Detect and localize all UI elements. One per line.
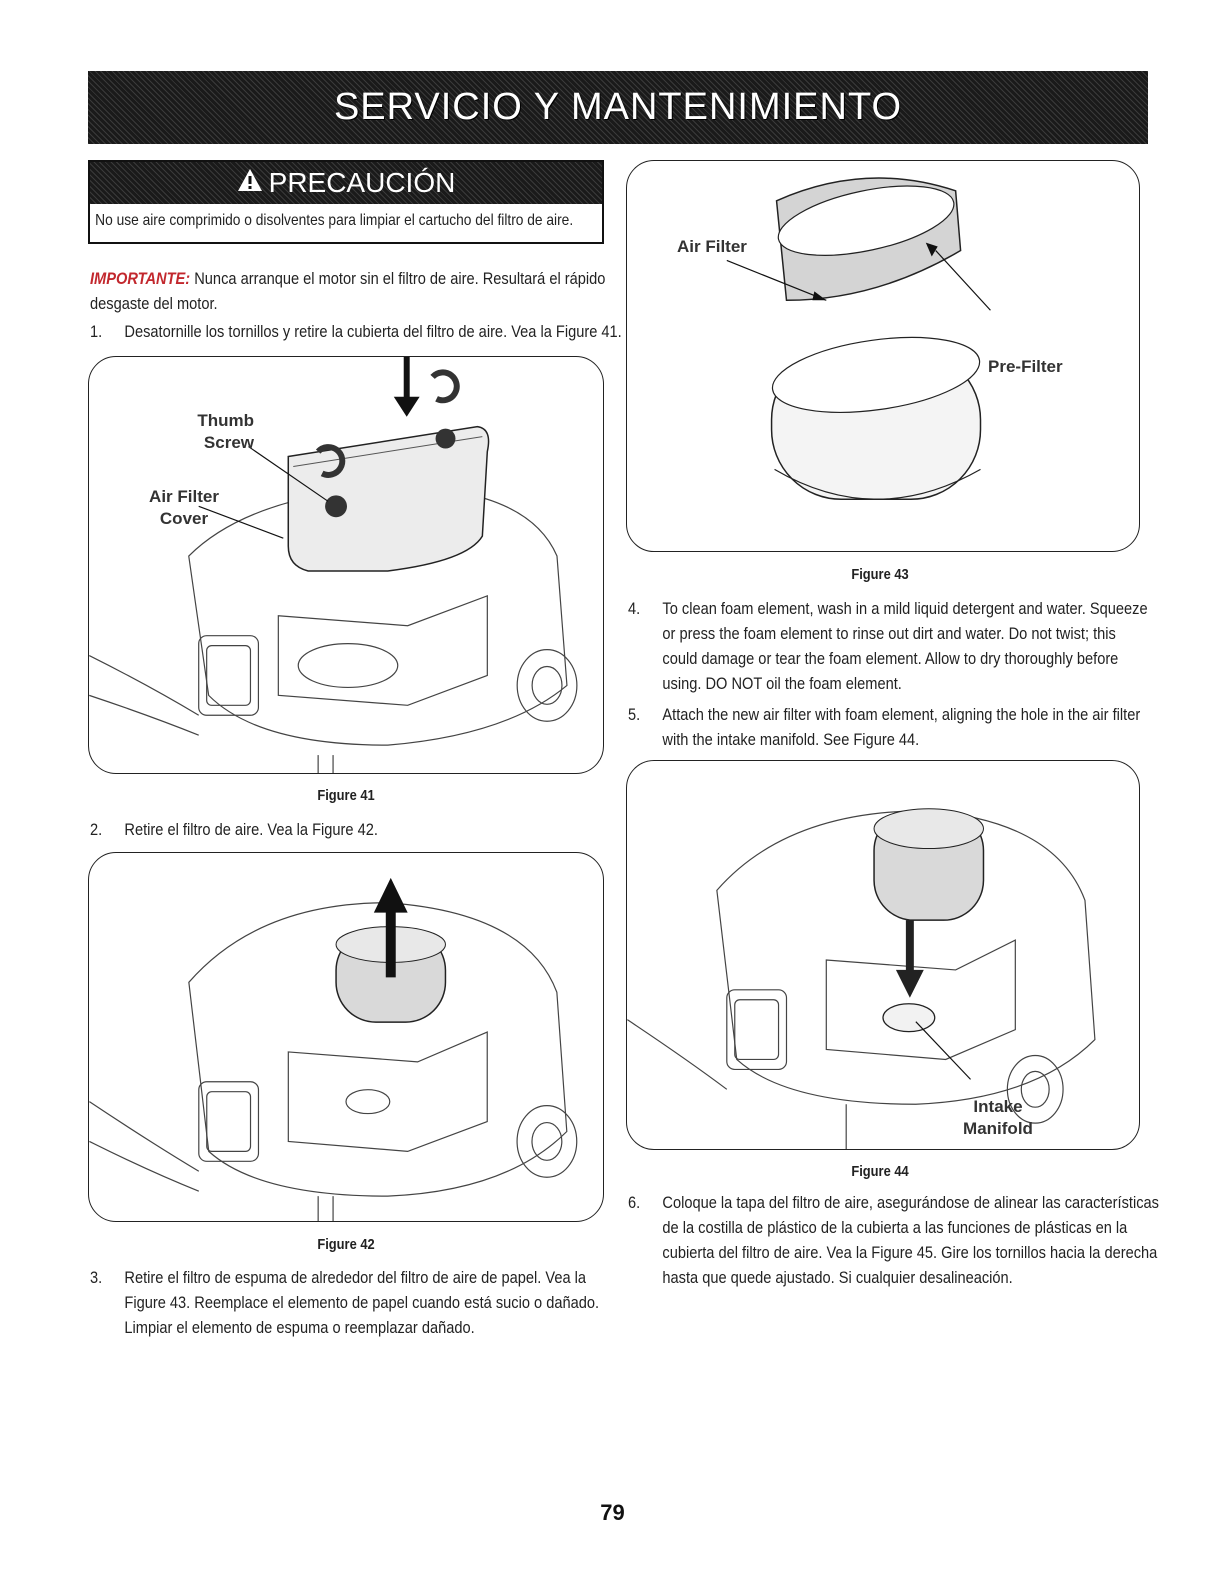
step-number: 6. <box>628 1193 641 1212</box>
step-text: Attach the new air filter with foam elem… <box>662 705 1141 724</box>
callout-line: Screw <box>203 433 254 452</box>
step-text: Retire el filtro de espuma de alrededor … <box>124 1268 587 1287</box>
step-text: Figure 43. Reemplace el elemento de pape… <box>124 1293 600 1312</box>
callout-pre-filter: Pre-Filter <box>988 357 1063 376</box>
step-4: 4. To clean foam element, wash in a mild … <box>628 596 1170 696</box>
figure-42 <box>88 852 604 1222</box>
figure-44 <box>626 760 1140 1150</box>
callout-intake-manifold: Intake Manifold <box>958 1096 1038 1140</box>
step-text: with the intake manifold. See Figure 44. <box>662 730 920 749</box>
callout-air-filter: Air Filter <box>677 237 747 256</box>
step-text: Limpiar el elemento de espuma o reemplaz… <box>124 1318 475 1337</box>
caution-header: PRECAUCIÓN <box>90 162 602 204</box>
step-number: 2. <box>90 820 103 839</box>
filter-install-illustration <box>627 808 1096 1149</box>
figure-41-caption: Figure 41 <box>317 787 375 804</box>
page-number: 79 <box>600 1500 625 1525</box>
important-line-1: Nunca arranque el motor sin el filtro de… <box>194 269 606 288</box>
step-text: cubierta del filtro de aire. Vea la Figu… <box>662 1243 1158 1262</box>
step-text: using. DO NOT oil the foam element. <box>662 674 902 693</box>
step-text: Retire el filtro de aire. Vea la Figure … <box>124 820 378 839</box>
step-text: de la costilla de plástico de la cubiert… <box>662 1218 1128 1237</box>
callout-line: Manifold <box>963 1119 1033 1138</box>
callout-line: Thumb <box>197 411 254 430</box>
step-3: 3. Retire el filtro de espuma de alrededo… <box>90 1265 640 1340</box>
warning-triangle-icon <box>237 167 263 199</box>
figure-43 <box>626 160 1140 552</box>
section-title: SERVICIO Y MANTENIMIENTO <box>333 86 903 128</box>
figure-44-caption: Figure 44 <box>851 1163 909 1180</box>
figure-41 <box>88 356 604 774</box>
step-text: or press the foam element to rinse out d… <box>662 624 1116 643</box>
callout-thumb-screw: Thumb Screw <box>194 410 254 454</box>
step-text: Coloque la tapa del filtro de aire, aseg… <box>662 1193 1159 1212</box>
important-label: IMPORTANTE: <box>90 269 191 288</box>
caution-title: PRECAUCIÓN <box>268 167 456 198</box>
step-text: To clean foam element, wash in a mild li… <box>662 599 1148 618</box>
section-banner: SERVICIO Y MANTENIMIENTO <box>88 71 1148 144</box>
important-line-2: desgaste del motor. <box>90 294 218 313</box>
important-note: IMPORTANTE: Nunca arranque el motor sin … <box>90 266 606 316</box>
step-number: 5. <box>628 705 641 724</box>
callout-air-filter-cover: Air Filter Cover <box>134 486 234 530</box>
step-number: 1. <box>90 322 103 341</box>
step-5: 5. Attach the new air filter with foam el… <box>628 702 1170 752</box>
step-text: hasta que quede ajustado. Si cualquier d… <box>662 1268 1013 1287</box>
figure-42-caption: Figure 42 <box>317 1236 375 1253</box>
caution-box: PRECAUCIÓN No use aire comprimido o diso… <box>88 160 604 244</box>
callout-line: Cover <box>159 509 209 528</box>
callout-line: Intake <box>973 1097 1023 1116</box>
step-number: 4. <box>628 599 641 618</box>
engine-cover-illustration <box>89 357 578 773</box>
step-1: 1. Desatornille los tornillos y retire la… <box>90 319 640 344</box>
step-number: 3. <box>90 1268 103 1287</box>
air-filter-removal-illustration <box>89 877 578 1221</box>
caution-text: No use aire comprimido o disolventes par… <box>95 212 574 229</box>
filter-and-prefilter-illustration <box>726 177 991 501</box>
figure-43-caption: Figure 43 <box>851 566 909 583</box>
step-text: could damage or tear the foam element. A… <box>662 649 1119 668</box>
callout-line: Air Filter <box>149 487 219 506</box>
step-2: 2. Retire el filtro de aire. Vea la Figur… <box>90 817 606 842</box>
step-6: 6. Coloque la tapa del filtro de aire, as… <box>628 1190 1170 1290</box>
step-text: Desatornille los tornillos y retire la c… <box>124 322 622 341</box>
